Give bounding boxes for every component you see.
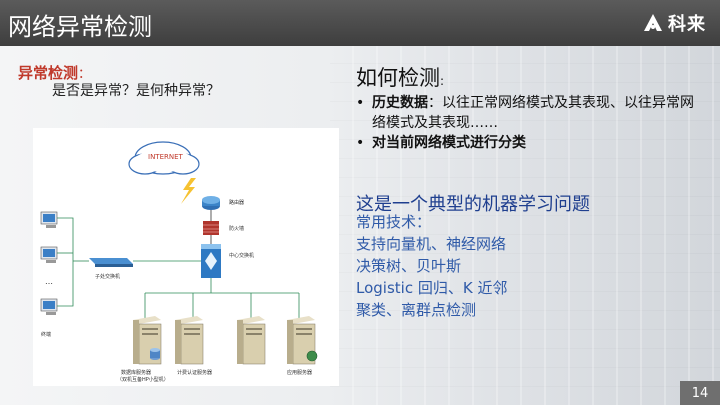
- terminals-label: 终端: [41, 331, 51, 338]
- technique-item: 决策树、贝叶斯: [356, 257, 462, 275]
- techniques-list: 常用技术： 支持向量机、神经网络 决策树、贝叶斯 Logistic 回归、K 近…: [356, 211, 507, 321]
- bullet-dot: •: [356, 95, 365, 111]
- detection-bullets: • 历史数据：以往正常网络模式及其表现、以往异常网络模式及其表现…… • 对当前…: [356, 93, 706, 153]
- anomaly-heading-colon: ：: [78, 67, 92, 82]
- bullet-dot: •: [356, 135, 365, 151]
- title-bar: 网络异常检测 科来: [0, 0, 720, 46]
- firewall-label: 防火墙: [229, 225, 244, 232]
- app-server-label: 应用服务器: [287, 369, 312, 376]
- anomaly-detection-heading: 异常检测：: [18, 62, 91, 83]
- sub-switch-icon: [89, 258, 133, 267]
- techniques-label: 常用技术：: [356, 213, 432, 231]
- terminal-pc-icon: [40, 211, 58, 228]
- router-icon: [202, 196, 220, 210]
- terminal-pc-icon: [40, 298, 58, 315]
- firewall-icon: [203, 221, 219, 235]
- technique-item: 聚类、离群点检测: [356, 301, 477, 319]
- db-server-sublabel: （双机互备HP小型机）: [117, 376, 169, 383]
- ml-problem-title: 这是一个典型的机器学习问题: [356, 194, 590, 215]
- sub-switch-label: 子处交换机: [95, 273, 120, 280]
- network-topology-diagram: INTERNET 路由器 防火墙 中心交换机: [33, 128, 339, 386]
- bullet-text: ：以往正常网络模式及其表现、以往异常网络模式及其表现……: [372, 95, 694, 131]
- core-switch-label: 中心交换机: [229, 252, 254, 259]
- bullet-strong: 历史数据: [372, 95, 428, 111]
- db-server-icon: [133, 316, 162, 365]
- core-switch-icon: [201, 244, 221, 278]
- router-label: 路由器: [229, 199, 244, 206]
- background-server-room: [330, 46, 720, 405]
- how-to-detect-text: 如何检测: [356, 66, 440, 90]
- logo-mark-icon: [644, 14, 662, 31]
- auth-server-label: 计费认证服务器: [177, 369, 212, 376]
- internet-cloud-icon: INTERNET: [128, 141, 200, 175]
- slide-title: 网络异常检测: [8, 13, 152, 41]
- app-server-icon: [287, 316, 318, 365]
- terminal-ellipsis: …: [45, 277, 53, 286]
- db-server-label: 数据库服务器: [121, 369, 151, 376]
- how-to-detect-colon: :: [440, 74, 445, 88]
- technique-item: Logistic 回归、K 近邻: [356, 279, 508, 297]
- list-item: • 对当前网络模式进行分类: [356, 133, 706, 153]
- list-item: • 历史数据：以往正常网络模式及其表现、以往异常网络模式及其表现……: [356, 93, 706, 133]
- how-to-detect-title: 如何检测:: [356, 62, 444, 92]
- company-logo: 科来: [642, 11, 706, 35]
- terminal-pc-icon: [40, 246, 58, 263]
- technique-item: 支持向量机、神经网络: [356, 235, 507, 253]
- page-number: 14: [680, 381, 720, 405]
- second-db-server-icon: [175, 316, 204, 365]
- cloud-label: INTERNET: [148, 153, 184, 161]
- auth-server-icon: [237, 316, 266, 365]
- anomaly-question: 是否是异常？是何种异常？: [52, 83, 220, 99]
- anomaly-heading-text: 异常检测: [18, 64, 79, 82]
- bullet-strong: 对当前网络模式进行分类: [372, 135, 526, 151]
- lightning-icon: [181, 178, 196, 204]
- logo-text: 科来: [668, 14, 706, 35]
